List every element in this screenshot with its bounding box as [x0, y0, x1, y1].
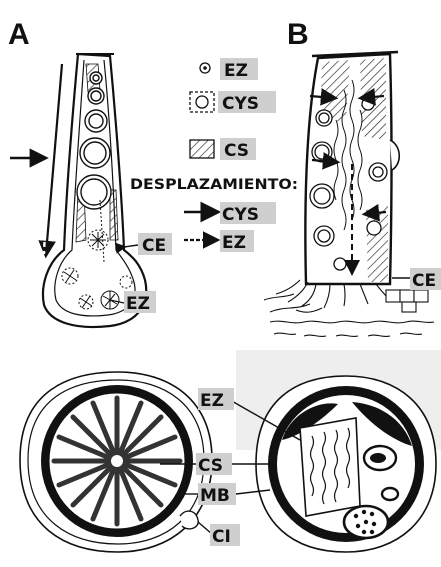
- cs-legend-icon: [190, 140, 214, 158]
- panel-a-letter: A: [8, 18, 30, 51]
- legend-disp-ez-label: EZ: [222, 233, 246, 253]
- panel-a-long-arrow: [46, 64, 62, 254]
- label-a-ce: CE: [142, 236, 166, 256]
- label-a-ez: EZ: [126, 294, 150, 314]
- label-c-ez: EZ: [200, 391, 224, 411]
- panel-b-base: [264, 280, 434, 336]
- displacement-title: DESPLAZAMIENTO:: [130, 177, 298, 193]
- legend-cys-label: CYS: [222, 94, 259, 114]
- label-c-ci: CI: [212, 527, 231, 547]
- label-c-mb: MB: [200, 486, 230, 506]
- legend: EZ CYS CS DESPLAZAMIENTO: CYS EZ: [130, 58, 298, 253]
- legend-disp-cys-label: CYS: [222, 205, 259, 225]
- panel-b-gland: [305, 52, 399, 284]
- cross-section-right: [256, 376, 436, 552]
- label-b-ce: CE: [412, 271, 436, 291]
- label-c-cs: CS: [198, 456, 223, 476]
- legend-ez-label: EZ: [224, 61, 248, 81]
- legend-cs-label: CS: [224, 141, 249, 161]
- panel-b-letter: B: [287, 18, 309, 51]
